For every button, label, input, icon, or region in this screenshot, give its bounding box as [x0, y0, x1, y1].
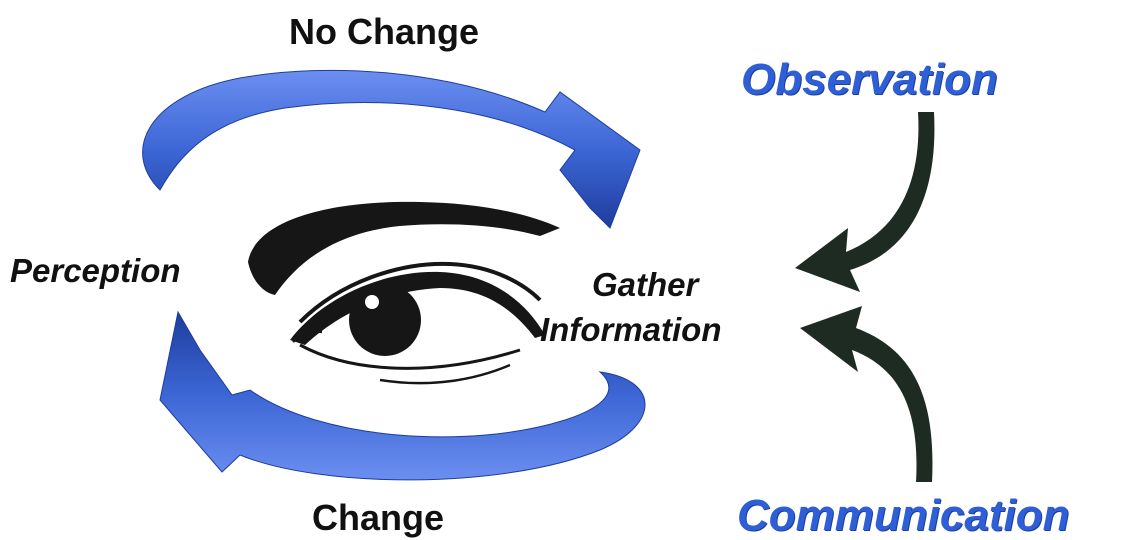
upper-eyelid — [290, 271, 545, 345]
pupil-highlight — [365, 295, 379, 309]
change-label: Change — [312, 497, 445, 538]
gather-label-line1: Gather — [592, 266, 699, 303]
lower-lash-line — [379, 363, 511, 385]
gather-label-line2: Information — [540, 311, 722, 348]
tear-duct — [292, 330, 323, 343]
curved-arrow-down-left-icon — [795, 112, 935, 292]
curved-arrow-up-left-icon — [800, 306, 933, 482]
perception-label: Perception — [10, 252, 181, 289]
eyelid-crease — [298, 261, 542, 324]
no-change-label: No Change — [289, 11, 480, 52]
curved-arrow-left-icon — [159, 310, 646, 481]
observation-label: Observation — [741, 55, 998, 104]
no-change-arrow — [142, 69, 641, 229]
observation-input-arrow — [795, 112, 935, 292]
eye-icon — [248, 201, 560, 385]
eyebrow — [248, 201, 560, 295]
lower-eyelid — [299, 343, 521, 370]
communication-label: Communication — [737, 491, 1070, 540]
curved-arrow-right-icon — [142, 69, 641, 229]
change-arrow — [159, 310, 646, 481]
communication-input-arrow — [800, 306, 933, 482]
iris — [349, 284, 421, 356]
